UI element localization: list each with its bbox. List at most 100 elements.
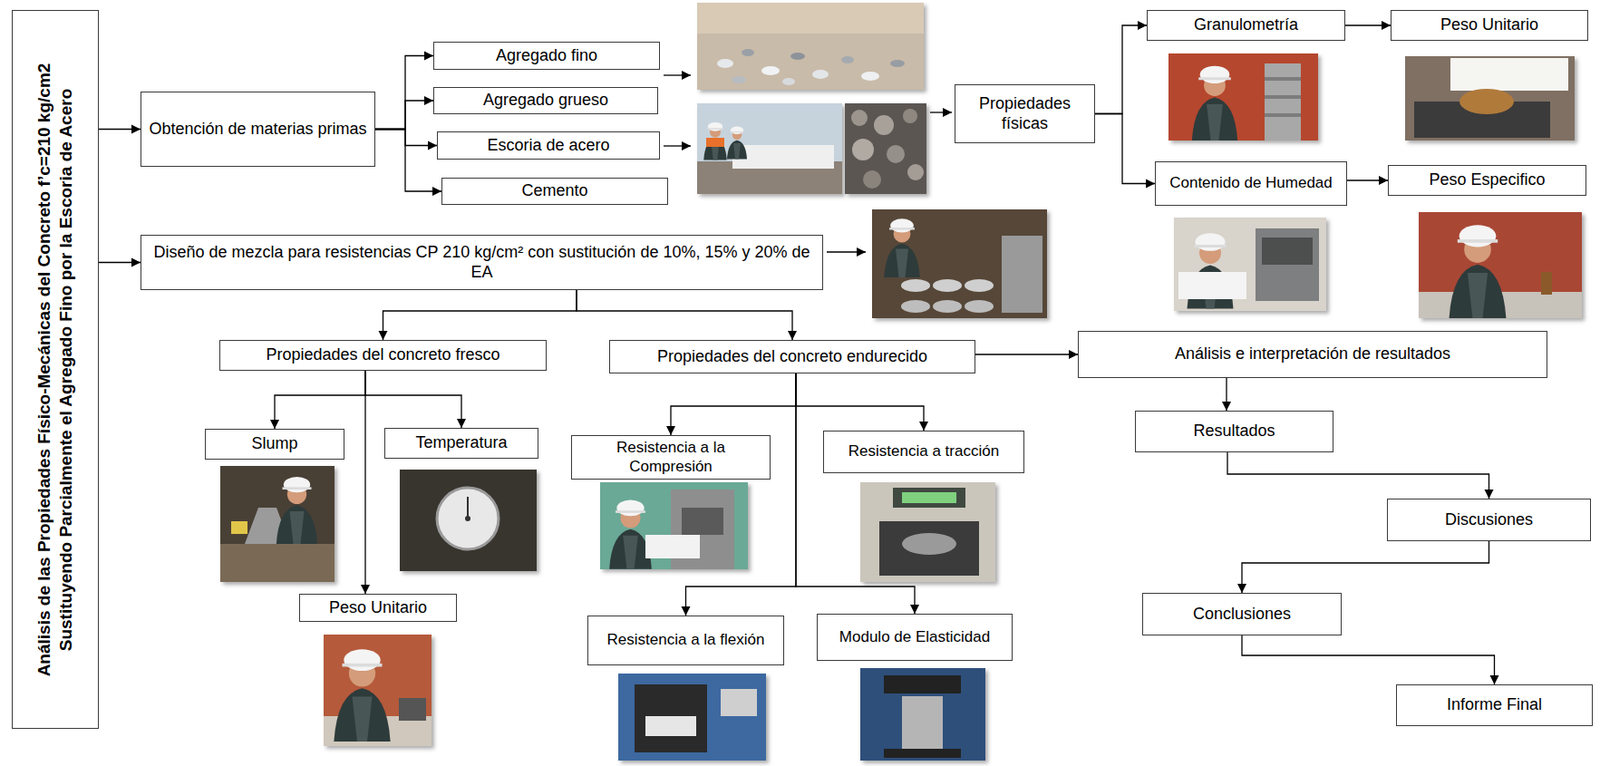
flexure-photo — [618, 673, 767, 761]
flow-arrow — [1095, 114, 1155, 185]
mix-design-photo-part — [932, 279, 962, 292]
tension-photo-part — [892, 487, 966, 508]
process-box: Análisis e interpretación de resultados — [1077, 330, 1548, 379]
site-photo-part — [703, 122, 728, 161]
slump-photo-part — [276, 476, 318, 544]
node-label: Propiedades del concreto endurecido — [657, 347, 928, 368]
step-box: Discusiones — [1386, 498, 1591, 542]
flow-arrow — [1227, 452, 1490, 499]
tension-photo — [860, 482, 996, 582]
step-box: Conclusiones — [1142, 592, 1342, 636]
test-box: Peso Unitario — [1390, 9, 1589, 41]
specific-gravity-photo-part — [1418, 212, 1582, 319]
flow-arrow — [98, 261, 141, 263]
node-label: Modulo de Elasticidad — [839, 628, 990, 647]
specific-gravity-photo — [1418, 212, 1582, 319]
flow-arrow — [383, 290, 578, 340]
slag-photo-part — [851, 109, 868, 127]
node-label: Resistencia a la flexión — [607, 630, 766, 650]
node-label: Obtención de materias primas — [148, 119, 367, 140]
flow-arrow — [375, 129, 437, 146]
aggregate-photo-part — [861, 71, 880, 81]
grading-photo-part — [1168, 53, 1319, 141]
unit-weight-photo — [1405, 56, 1575, 141]
slump-photo-part — [231, 521, 248, 534]
node-label: Análisis e interpretación de resultados — [1174, 344, 1451, 365]
aggregate-photo-part — [717, 58, 734, 68]
node-label: Temperatura — [415, 433, 507, 454]
test-box: Modulo de Elasticidad — [816, 613, 1013, 661]
node-label: Conclusiones — [1192, 604, 1291, 625]
site-photo — [697, 103, 843, 194]
aggregate-photo-part — [790, 52, 805, 60]
aggregate-photo — [697, 2, 924, 90]
grading-photo-part — [1192, 66, 1238, 141]
flow-arrow — [1225, 378, 1227, 411]
process-box: Obtención de materias primas — [140, 91, 376, 167]
slag-photo-part — [863, 170, 882, 189]
grading-photo-part — [1264, 63, 1301, 141]
tension-photo-part — [901, 533, 957, 555]
node-label: Peso Especifico — [1428, 170, 1545, 191]
aggregate-photo-part — [812, 69, 829, 79]
site-photo-part — [697, 103, 843, 194]
tension-photo-part — [901, 492, 957, 504]
aggregate-photo-part — [731, 76, 747, 84]
flow-arrow — [576, 290, 793, 340]
fresh-unit-weight-photo-part — [323, 634, 432, 747]
slump-photo — [220, 465, 335, 582]
fresh-unit-weight-photo — [323, 634, 432, 747]
test-box: Resistencia a la Compresión — [571, 435, 771, 480]
title-box: Análisis de las Propiedades Físico-Mecán… — [11, 9, 99, 729]
tension-photo-part — [860, 482, 996, 582]
aggregate-photo-part — [697, 2, 924, 90]
temperature-photo — [399, 469, 537, 572]
flow-arrow — [375, 100, 434, 130]
temperature-photo-part — [466, 496, 469, 519]
fresh-unit-weight-photo-part — [398, 698, 427, 721]
moisture-photo-part — [1261, 237, 1313, 265]
node-label: Cemento — [521, 181, 588, 202]
test-box: Contenido de Humedad — [1154, 161, 1348, 206]
aggregate-photo-part — [841, 56, 854, 64]
compression-photo-part — [609, 499, 652, 569]
aggregate-photo-part — [890, 59, 905, 68]
slag-photo-part — [907, 164, 924, 181]
site-photo-part — [706, 137, 725, 147]
mix-design-photo — [872, 209, 1048, 319]
step-box: Informe Final — [1396, 684, 1593, 727]
material-box: Agregado grueso — [433, 87, 659, 115]
flow-arrow — [1345, 24, 1391, 26]
material-box: Cemento — [441, 177, 669, 205]
node-label: Peso Unitario — [329, 598, 427, 619]
step-box: Resultados — [1134, 410, 1334, 453]
elasticity-photo-part — [883, 675, 961, 694]
photo-arrow — [930, 111, 952, 113]
test-box: Resistencia a tracción — [823, 430, 1025, 474]
node-label: Agregado fino — [495, 46, 598, 67]
test-box: Peso Unitario — [299, 593, 457, 622]
test-box: Resistencia a la flexión — [587, 615, 785, 666]
site-photo-part — [732, 145, 834, 169]
tension-photo-part — [879, 521, 980, 576]
mix-design-photo-part — [901, 300, 931, 313]
flow-arrow — [274, 370, 366, 429]
grading-photo-part — [1264, 95, 1301, 99]
title-text: Análisis de las Propiedades Físico-Mecán… — [33, 20, 78, 718]
test-box: Peso Especifico — [1387, 164, 1587, 196]
flexure-photo-part — [720, 688, 757, 717]
slump-photo-part — [220, 465, 335, 582]
node-label: Resistencia a tracción — [848, 442, 999, 461]
flow-arrow — [686, 373, 797, 616]
temperature-photo-part — [465, 515, 471, 522]
flexure-photo-part — [634, 684, 708, 753]
material-box: Agregado fino — [433, 41, 660, 70]
temperature-photo-part — [436, 487, 499, 550]
photo-arrow — [663, 74, 691, 76]
unit-weight-photo-part — [1450, 58, 1569, 91]
slag-photo-part — [886, 145, 905, 164]
aggregate-photo-part — [761, 66, 780, 76]
mix-design-photo-part — [883, 218, 921, 278]
node-label: Informe Final — [1446, 695, 1542, 716]
